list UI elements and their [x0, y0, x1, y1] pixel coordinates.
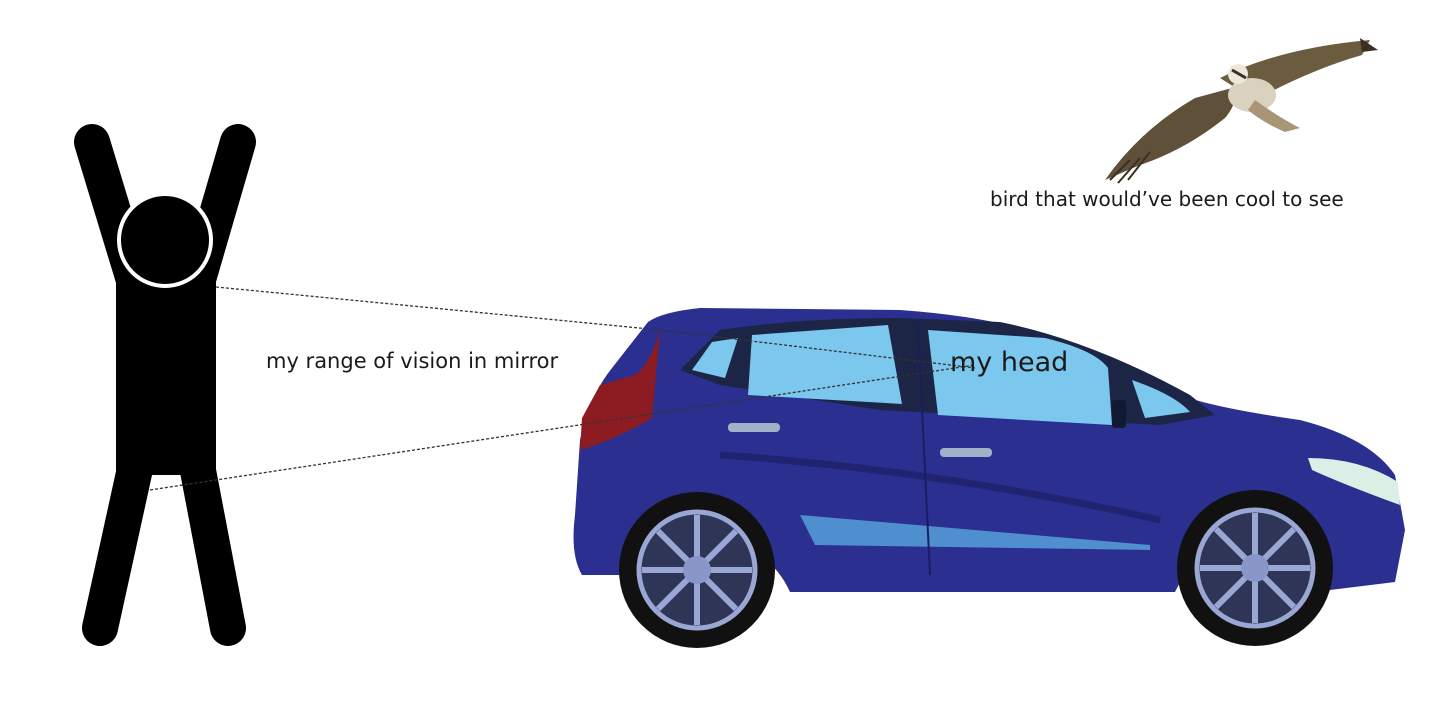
vision-lines [149, 286, 976, 491]
front-wheel-icon [1177, 490, 1333, 646]
vision-range-label: my range of vision in mirror [266, 349, 559, 373]
stick-figure-arms-up-icon [74, 124, 256, 646]
head-label: my head [950, 347, 1069, 378]
bird-label: bird that would’ve been cool to see [990, 187, 1344, 211]
osprey-icon [1105, 38, 1378, 184]
rear-wheel-icon [619, 492, 775, 648]
